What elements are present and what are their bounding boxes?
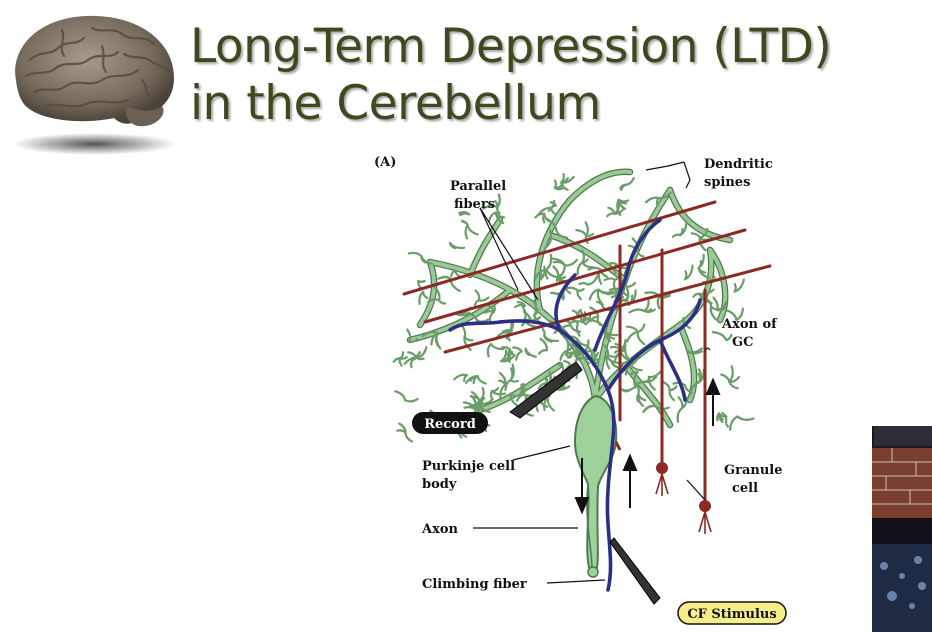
label-climbing: Climbing fiber	[422, 577, 527, 592]
brain-logo	[12, 15, 176, 155]
label-body: body	[422, 477, 457, 492]
title-line-2: in the Cerebellum	[190, 76, 601, 131]
label-granule: Granule	[724, 463, 783, 478]
label-purkinje: Purkinje cell	[422, 459, 515, 474]
label-gc: GC	[732, 335, 753, 350]
parallel-fibers	[402, 200, 772, 354]
cf-stimulus-electrode	[609, 537, 661, 605]
figure-labels: (A) Dendritic spines Parallel fibers Axo…	[374, 155, 783, 592]
title-line-1: Long-Term Depression (LTD)	[190, 19, 832, 74]
record-badge: Record	[412, 412, 488, 434]
cf-stimulus-badge-label: CF Stimulus	[687, 607, 776, 622]
label-cell: cell	[732, 481, 758, 496]
granule-cell-bodies	[656, 462, 711, 512]
label-dendritic: Dendritic	[704, 157, 773, 172]
purkinje-axon	[586, 483, 593, 571]
granule-axons	[618, 244, 707, 506]
record-electrode	[509, 361, 583, 419]
label-fibers: fibers	[454, 197, 495, 212]
label-parallel: Parallel	[450, 179, 506, 194]
panel-label: (A)	[374, 155, 396, 170]
partial-photo-thumbnail	[872, 426, 932, 632]
record-badge-label: Record	[424, 417, 476, 432]
cf-stimulus-badge: CF Stimulus	[677, 601, 787, 625]
slide-title: Long-Term Depression (LTD) in the Cerebe…	[190, 18, 930, 132]
climbing-fiber	[448, 218, 702, 592]
flow-arrows	[574, 377, 721, 515]
label-spines: spines	[704, 175, 750, 190]
leader-lines	[473, 161, 711, 584]
label-axon: Axon	[421, 522, 459, 537]
purkinje-diagram: (A) Dendritic spines Parallel fibers Axo…	[374, 155, 787, 625]
label-axon-of: Axon of	[721, 317, 778, 332]
